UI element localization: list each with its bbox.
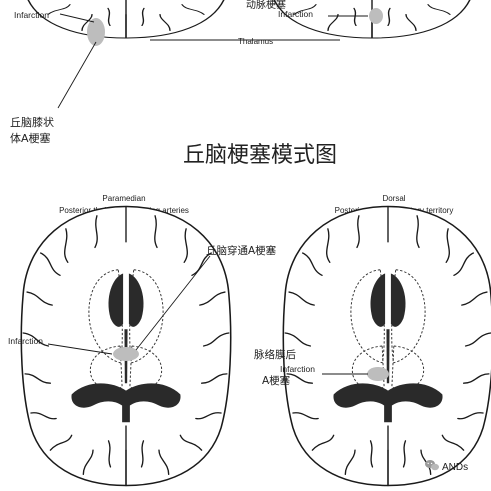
- main-title: 丘脑梗塞模式图: [183, 143, 337, 168]
- watermark: ANDs: [425, 460, 468, 473]
- territory-label: 动脉梗塞: [246, 0, 286, 11]
- infarction-label: Infarction: [280, 364, 315, 374]
- wechat-icon: [425, 460, 439, 471]
- panel-header-line1: Dorsal: [382, 194, 405, 203]
- infarct-region: [367, 367, 389, 381]
- territory-label-line1: 脉络膜后: [254, 348, 296, 361]
- panel-top-left: Infarction 丘脑膝状 体A梗塞: [10, 0, 235, 145]
- panel-header-line1: Paramedian: [102, 194, 145, 203]
- infarct-region: [369, 8, 383, 24]
- infarction-label: Infarction: [14, 10, 49, 20]
- watermark-text: ANDs: [442, 462, 468, 473]
- territory-label: 丘脑穿通A梗塞: [206, 244, 277, 257]
- infarction-label: Infarction: [8, 336, 43, 346]
- panel-bottom-left: Paramedian Posterior thalamoperforating …: [8, 194, 277, 487]
- brain-outline: [17, 0, 235, 39]
- infarction-label: Infarction: [278, 9, 313, 19]
- territory-label-line2: 体A梗塞: [10, 131, 51, 145]
- brain-outline: [20, 205, 232, 487]
- panel-top-right: 动脉梗塞 Infarction Thalamus: [150, 0, 481, 46]
- panel-bottom-right: Dorsal Posterior choroidal artery territ…: [254, 194, 491, 487]
- brain-outline: [282, 205, 491, 487]
- infarct-region: [113, 347, 139, 361]
- thalamus-label: Thalamus: [238, 37, 273, 46]
- territory-label-line2: A梗塞: [262, 374, 291, 387]
- infarct-region: [87, 18, 105, 46]
- territory-label-line1: 丘脑膝状: [10, 115, 54, 129]
